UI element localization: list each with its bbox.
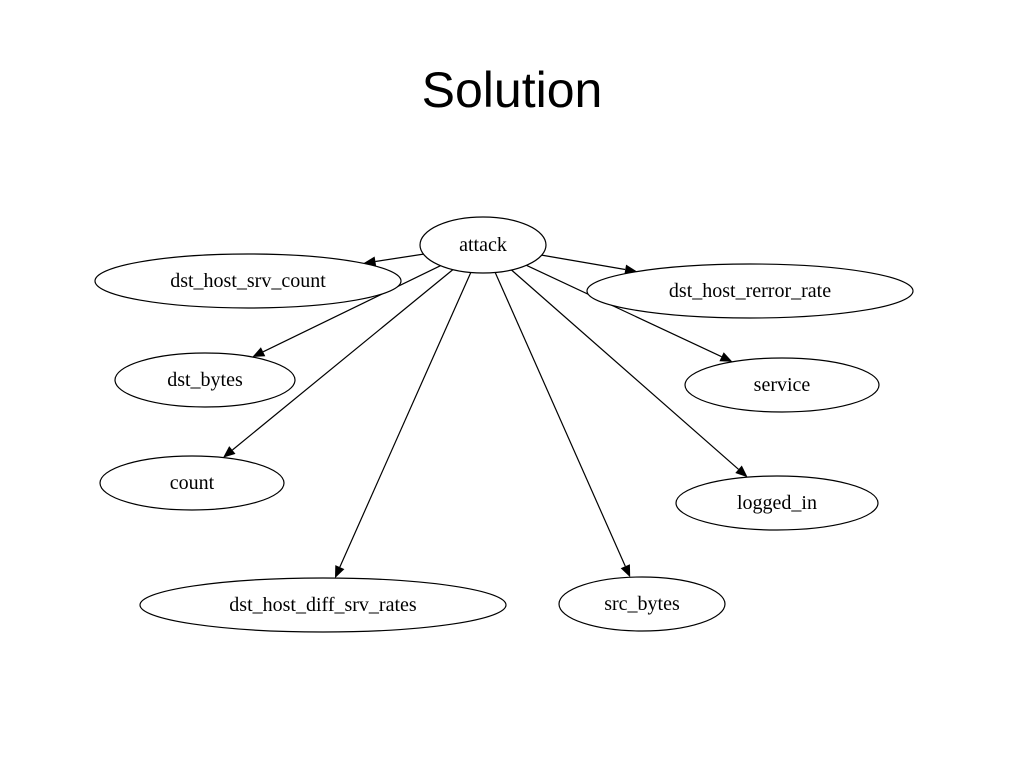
node-dst-bytes: dst_bytes — [114, 352, 296, 408]
node-label: src_bytes — [604, 593, 680, 615]
edge-line — [526, 264, 722, 358]
edge-line — [494, 272, 626, 567]
node-ellipse — [139, 577, 507, 633]
nodes-layer: attack dst_host_srv_count dst_host_rerror_… — [94, 216, 914, 633]
edge-line — [511, 269, 739, 470]
node-dst-host-srv-count: dst_host_srv_count — [94, 253, 402, 309]
node-ellipse — [94, 253, 402, 309]
edge-attack-to-service — [526, 264, 733, 362]
edge-line — [375, 253, 424, 263]
edge-attack-to-dst_host_srv_count — [363, 253, 424, 267]
arrow-head — [223, 446, 236, 458]
node-count: count — [99, 455, 285, 511]
node-label: count — [170, 472, 215, 494]
node-label: dst_host_diff_srv_rates — [229, 594, 417, 616]
node-dst-host-rerror-rate: dst_host_rerror_rate — [586, 263, 914, 319]
node-src-bytes: src_bytes — [558, 576, 726, 632]
node-logged-in: logged_in — [675, 475, 879, 531]
edge-line — [232, 269, 454, 451]
node-label: logged_in — [737, 492, 817, 514]
arrow-head — [335, 565, 345, 579]
node-ellipse — [586, 263, 914, 319]
node-label: dst_host_rerror_rate — [669, 280, 831, 302]
node-ellipse — [419, 216, 547, 274]
node-label: service — [754, 374, 811, 396]
slide-title: Solution — [421, 62, 603, 118]
node-ellipse — [114, 352, 296, 408]
edge-attack-to-src_bytes — [494, 272, 631, 578]
node-ellipse — [684, 357, 880, 413]
arrow-head — [252, 347, 266, 357]
node-attack: attack — [419, 216, 547, 274]
edge-attack-to-logged_in — [511, 269, 748, 478]
node-ellipse — [558, 576, 726, 632]
node-label: dst_host_srv_count — [170, 270, 326, 292]
node-ellipse — [675, 475, 879, 531]
node-label: attack — [459, 234, 507, 256]
node-ellipse — [99, 455, 285, 511]
arrow-head — [735, 465, 748, 478]
arrow-head — [719, 352, 733, 362]
edge-attack-to-dst_host_diff_srv_rates — [335, 272, 472, 579]
edge-attack-to-dst_bytes — [252, 265, 441, 357]
node-dst-host-diff-srv-rates: dst_host_diff_srv_rates — [139, 577, 507, 633]
node-label: dst_bytes — [167, 369, 243, 391]
edge-attack-to-count — [223, 269, 454, 458]
edge-line — [339, 272, 472, 568]
arrow-head — [620, 564, 631, 578]
edge-line — [262, 265, 441, 353]
edges-layer — [223, 253, 748, 579]
node-service: service — [684, 357, 880, 413]
edge-line — [541, 254, 626, 271]
edge-attack-to-dst_host_rerror_rate — [541, 254, 637, 275]
